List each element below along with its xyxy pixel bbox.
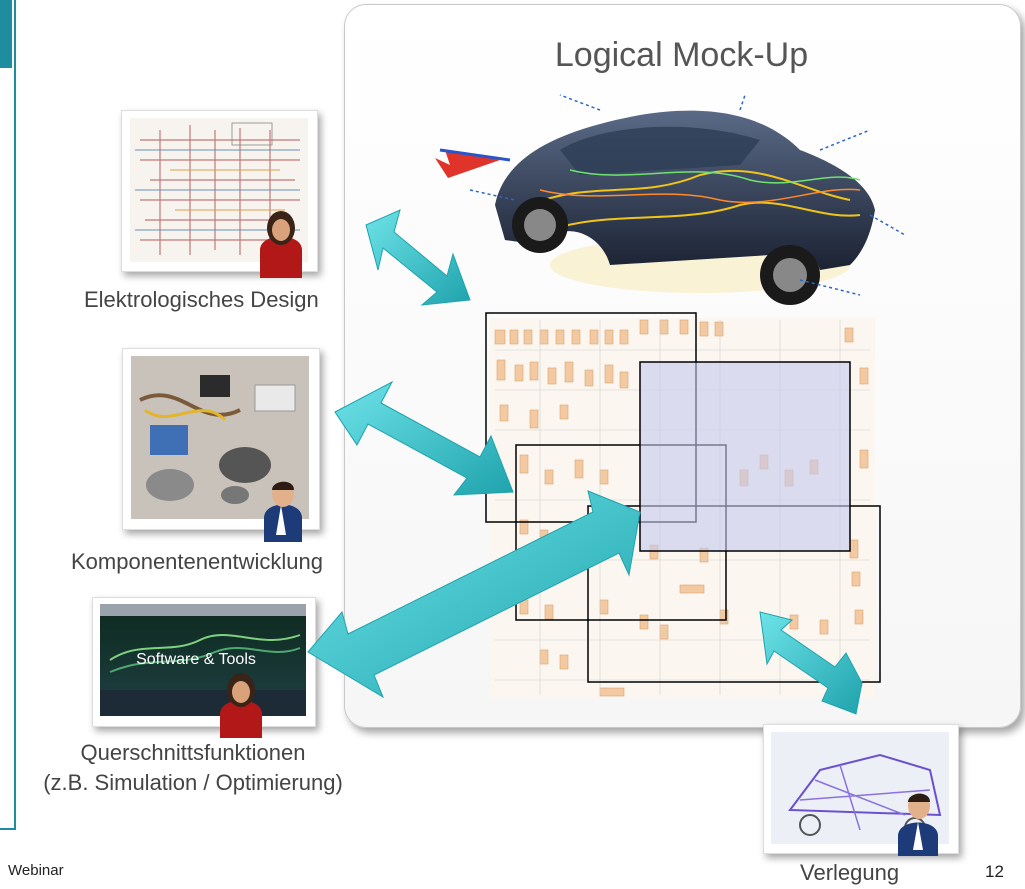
arrow-design-to-car — [365, 209, 471, 306]
caption-verlegung: Verlegung — [800, 860, 900, 885]
engineer-person-icon — [264, 481, 302, 542]
arrow-routing-to-collage — [759, 611, 863, 715]
caption-querschnittsfunktionen: Querschnittsfunktionen (z.B. Simulation … — [43, 740, 343, 795]
designer-person-icon — [260, 211, 302, 278]
analyst-person-icon — [220, 673, 262, 738]
footer-label: Webinar — [8, 862, 64, 879]
software-thumb-label: Software & Tools — [136, 651, 256, 668]
arrow-simulation-to-collage — [307, 490, 641, 699]
arrow-components-to-collage — [334, 380, 514, 496]
router-person-icon — [898, 793, 938, 856]
schematic-collage — [485, 312, 881, 698]
car-wiring-image — [435, 94, 906, 305]
caption-komponentenentwicklung: Komponentenentwicklung — [71, 549, 323, 574]
left-rail — [0, 0, 16, 830]
page-number: 12 — [985, 862, 1004, 881]
left-rail-accent — [0, 0, 12, 68]
diagram-title: Logical Mock-Up — [554, 36, 809, 74]
caption-elektrologisches-design: Elektrologisches Design — [84, 287, 319, 312]
software-screen — [100, 604, 306, 716]
